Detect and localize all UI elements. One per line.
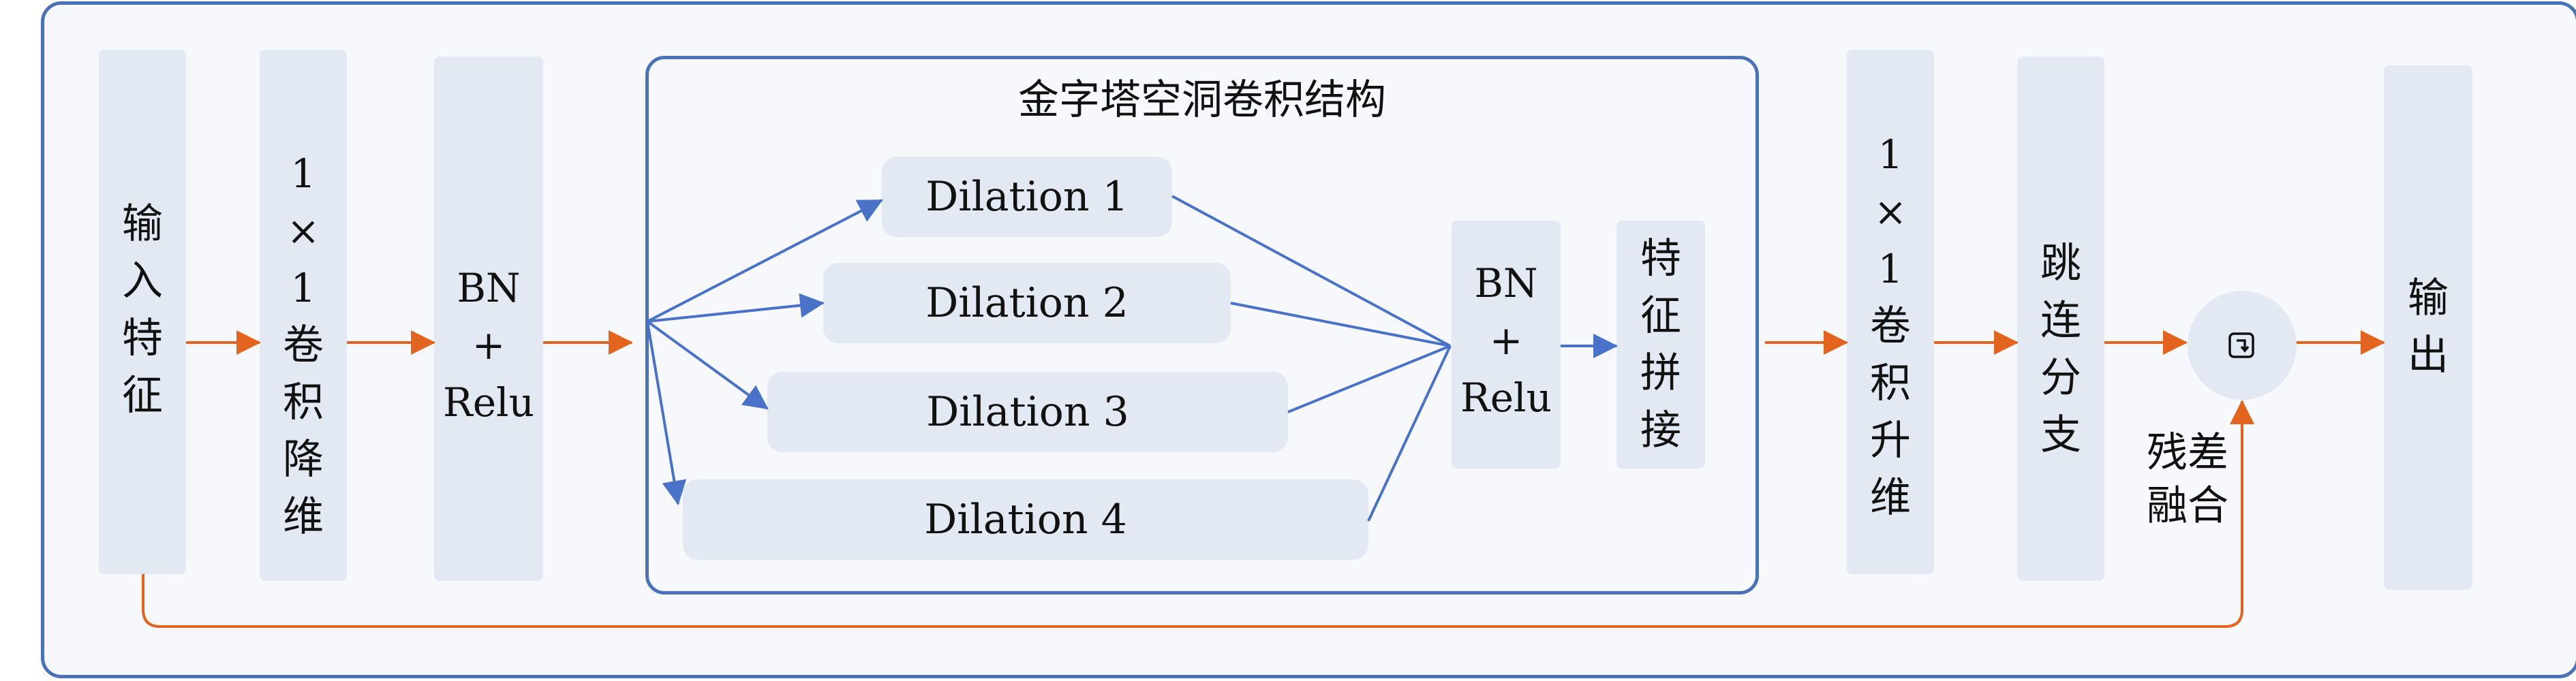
feature-concat-block: 特 征 拼 接 xyxy=(1616,221,1705,469)
label-line: + xyxy=(472,322,506,368)
dilation-4-block: Dilation 4 xyxy=(683,479,1368,560)
label-line: BN xyxy=(1474,260,1538,306)
bn-relu-block-2: BN + Relu xyxy=(1452,221,1561,469)
residual-fusion-node xyxy=(2188,291,2297,400)
label-char: 征 xyxy=(122,372,163,419)
label-char: 入 xyxy=(122,257,163,305)
conv-expand-block: 1 × 1 卷 积 升 维 xyxy=(1847,50,1934,574)
conv-reduce-label: 1 × 1 卷 积 降 维 xyxy=(260,145,347,545)
merge-line-dilation-2 xyxy=(1230,302,1451,347)
label-char: 积 xyxy=(1870,360,1911,407)
arrow-to-dilation-2 xyxy=(647,293,825,323)
residual-skip-connection xyxy=(142,400,2254,628)
label-char: 维 xyxy=(283,493,324,541)
residual-add-icon xyxy=(2228,332,2254,358)
label-char: 1 xyxy=(1877,246,1903,292)
input-features-block: 输 入 特 征 xyxy=(99,50,186,574)
label-char: 征 xyxy=(1640,292,1681,340)
label-char: 积 xyxy=(283,379,324,426)
label-char: 连 xyxy=(2040,297,2081,345)
label-char: 维 xyxy=(1870,474,1911,522)
skip-branch-label: 跳 连 分 支 xyxy=(2017,235,2104,464)
label-char: 1 xyxy=(290,151,316,197)
label-char: 输 xyxy=(2408,274,2449,322)
merge-line-dilation-3 xyxy=(1287,345,1451,413)
label-line: + xyxy=(1489,317,1523,364)
dilation-1-block: Dilation 1 xyxy=(882,157,1172,237)
label-char: 输 xyxy=(122,200,163,248)
dilation-3-block: Dilation 3 xyxy=(767,372,1288,452)
label-char: 分 xyxy=(2040,354,2081,402)
label-char: × xyxy=(1873,189,1907,235)
merge-line-dilation-4 xyxy=(1367,345,1452,522)
label-char: 特 xyxy=(1640,235,1681,283)
label-char: 支 xyxy=(2040,411,2081,459)
label-line: Relu xyxy=(1460,375,1552,421)
bn-relu-label: BN + Relu xyxy=(434,259,543,431)
skip-branch-block: 跳 连 分 支 xyxy=(2017,57,2104,581)
label-line: 残差 xyxy=(2147,429,2228,477)
dilation-2-label: Dilation 2 xyxy=(925,279,1129,327)
arrow-to-dilation-1 xyxy=(647,199,883,323)
dilation-2-block: Dilation 2 xyxy=(823,263,1231,343)
conv-expand-label: 1 × 1 卷 积 升 维 xyxy=(1847,126,1934,526)
label-char: 1 xyxy=(290,265,316,311)
label-char: 接 xyxy=(1640,407,1681,454)
conv-reduce-block: 1 × 1 卷 积 降 维 xyxy=(260,50,347,581)
arrow-to-dilation-4 xyxy=(646,321,687,505)
output-label: 输 出 xyxy=(2384,270,2472,384)
label-char: 卷 xyxy=(283,321,324,369)
arrow-to-dilation-3 xyxy=(646,320,769,410)
label-line: Relu xyxy=(443,379,534,426)
label-line: 融合 xyxy=(2147,482,2228,530)
label-char: 出 xyxy=(2408,332,2449,379)
label-char: 跳 xyxy=(2040,240,2081,287)
input-features-label: 输 入 特 征 xyxy=(99,195,186,424)
output-block: 输 出 xyxy=(2384,65,2472,590)
bn-relu-block-1: BN + Relu xyxy=(434,57,543,581)
dilation-1-label: Dilation 1 xyxy=(925,173,1129,221)
dilation-3-label: Dilation 3 xyxy=(926,388,1129,436)
label-char: 升 xyxy=(1870,417,1911,464)
label-char: 拼 xyxy=(1640,349,1681,397)
label-line: BN xyxy=(457,265,521,311)
dilation-4-label: Dilation 4 xyxy=(924,496,1127,543)
residual-fusion-label: 残差 融合 xyxy=(2133,426,2242,533)
label-char: 特 xyxy=(122,315,163,362)
label-char: 1 xyxy=(1877,131,1903,178)
label-char: × xyxy=(286,208,320,254)
label-char: 降 xyxy=(283,436,324,484)
label-char: 卷 xyxy=(1870,302,1911,350)
feature-concat-label: 特 征 拼 接 xyxy=(1616,230,1705,459)
pyramid-title: 金字塔空洞卷积结构 xyxy=(1018,76,1386,124)
merge-line-dilation-1 xyxy=(1171,195,1451,347)
bn-relu-label: BN + Relu xyxy=(1452,255,1561,426)
